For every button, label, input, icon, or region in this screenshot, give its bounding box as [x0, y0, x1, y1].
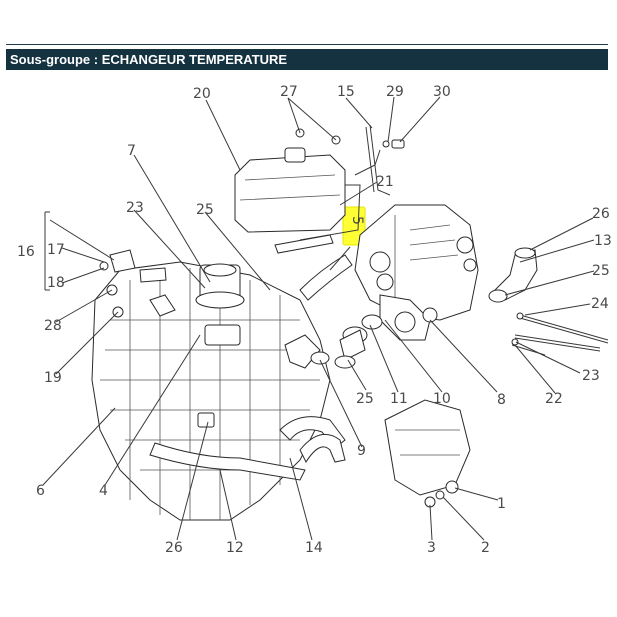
- engine-block-drawing: [91, 261, 471, 521]
- callout-16: 16: [17, 244, 35, 260]
- callout-17: 17: [47, 242, 65, 258]
- title-rule: [6, 44, 608, 45]
- callout-25-right: 25: [592, 263, 610, 279]
- heat-exchanger-drawing: [354, 204, 479, 341]
- callout-26-bottom: 26: [165, 540, 183, 556]
- callout-23-top: 23: [126, 200, 144, 216]
- callout-1: 1: [497, 496, 506, 512]
- callout-12: 12: [226, 540, 244, 556]
- callout-20: 20: [193, 86, 211, 102]
- callout-10: 10: [433, 391, 451, 407]
- expansion-tank-drawing: [234, 128, 381, 241]
- seals-drawing: [284, 314, 383, 369]
- callout-26-right: 26: [592, 206, 610, 222]
- callout-24: 24: [591, 296, 609, 312]
- callout-29: 29: [386, 84, 404, 100]
- callout-18: 18: [47, 275, 65, 291]
- callout-3: 3: [427, 540, 436, 556]
- subgroup-title: Sous-groupe : ECHANGEUR TEMPERATURE: [6, 49, 608, 70]
- callout-13: 13: [594, 233, 612, 249]
- callout-6: 6: [36, 483, 45, 499]
- callout-30: 30: [433, 84, 451, 100]
- callout-23-right: 23: [582, 368, 600, 384]
- callout-labels: 20 27 15 29 30 7 21 23 25 5 26 13 16 17 …: [17, 84, 612, 556]
- callout-4: 4: [99, 483, 108, 499]
- callout-21: 21: [376, 174, 394, 190]
- bracket-drawing: [365, 124, 405, 196]
- callout-7: 7: [127, 143, 136, 159]
- callout-25-top: 25: [196, 202, 214, 218]
- rods-drawing: [511, 312, 609, 356]
- callout-9: 9: [357, 443, 366, 459]
- callout-19: 19: [44, 370, 62, 386]
- callout-15: 15: [337, 84, 355, 100]
- leader-lines: [42, 96, 595, 541]
- callout-8: 8: [497, 392, 506, 408]
- left-fittings-drawing: [44, 211, 176, 318]
- callout-2: 2: [481, 540, 490, 556]
- elbow-hose-drawing: [488, 247, 538, 303]
- hose-drawing: [299, 254, 353, 301]
- callout-22: 22: [545, 391, 563, 407]
- callout-14: 14: [305, 540, 323, 556]
- callout-25-bottom: 25: [356, 391, 374, 407]
- callout-27: 27: [280, 84, 298, 100]
- callout-11: 11: [390, 391, 408, 407]
- callout-28: 28: [44, 318, 62, 334]
- callout-5: 5: [349, 216, 365, 225]
